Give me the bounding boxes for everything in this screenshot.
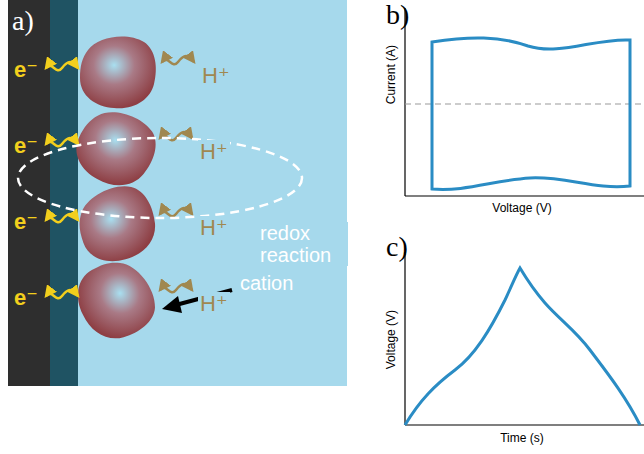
panel-letter: a) — [12, 6, 34, 37]
electron-label: e⁻ — [14, 134, 38, 158]
gcd-plot — [405, 252, 644, 425]
axis-title: Voltage (V) — [385, 310, 398, 369]
reaction-label: redox reaction — [258, 222, 348, 266]
electron-label: e⁻ — [14, 286, 38, 310]
electrolyte — [8, 0, 347, 386]
axis-title: Voltage (V) — [492, 202, 551, 215]
proton-label: H⁺ — [198, 140, 230, 164]
panel-letter: c) — [386, 232, 408, 263]
axis-title: Time (s) — [500, 432, 544, 445]
particles — [66, 36, 166, 350]
electrode-layer — [50, 0, 78, 386]
cv-plot — [405, 8, 644, 196]
cation-label: cation — [240, 272, 293, 294]
panel-letter: b) — [386, 0, 409, 31]
electron-label: e⁻ — [14, 210, 38, 234]
proton-label: H⁺ — [200, 64, 232, 88]
proton-label: H⁺ — [198, 216, 230, 240]
electron-arrows — [46, 62, 78, 298]
proton-arrows — [160, 56, 194, 292]
axis-title: Current (A) — [385, 45, 398, 104]
electron-label: e⁻ — [14, 58, 38, 82]
reaction-ellipse — [18, 138, 302, 218]
proton-label: H⁺ — [198, 292, 230, 316]
